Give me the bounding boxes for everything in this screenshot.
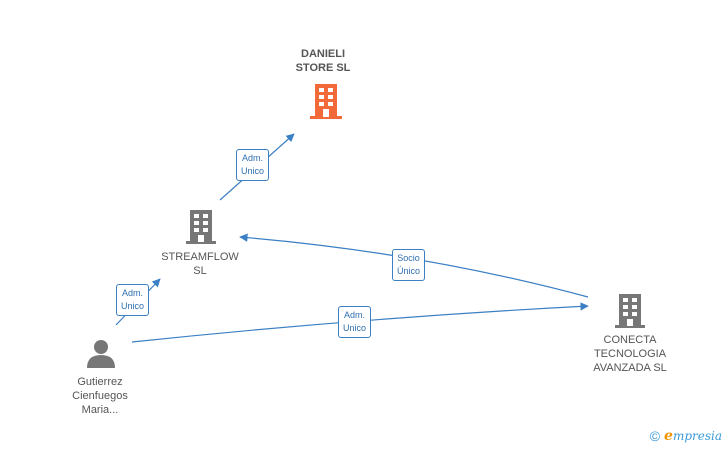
- node-label-gutierrez[interactable]: Gutierrez Cienfuegos Maria...: [72, 376, 128, 416]
- node-label-danieli[interactable]: DANIELI STORE SL: [295, 48, 351, 74]
- building-icon[interactable]: [615, 294, 645, 328]
- copyright-icon: ©: [649, 428, 661, 444]
- node-label-streamflow[interactable]: STREAMFLOW SL: [161, 251, 239, 277]
- building-icon[interactable]: [186, 210, 216, 244]
- edge-label-conecta-streamflow: Socio Único: [392, 249, 426, 281]
- node-label-conecta[interactable]: CONECTA TECNOLOGIA AVANZADA SL: [593, 334, 667, 374]
- edge-label-gutierrez-streamflow: Adm. Unico: [116, 284, 150, 316]
- brand-logo: empresia: [664, 428, 722, 444]
- brand-footer: © empresia: [650, 428, 722, 444]
- building-icon[interactable]: [310, 84, 342, 119]
- edge-label-streamflow-danieli: Adm. Unico: [236, 149, 270, 181]
- edge-label-gutierrez-conecta: Adm. Unico: [338, 306, 372, 338]
- person-icon[interactable]: [87, 340, 115, 368]
